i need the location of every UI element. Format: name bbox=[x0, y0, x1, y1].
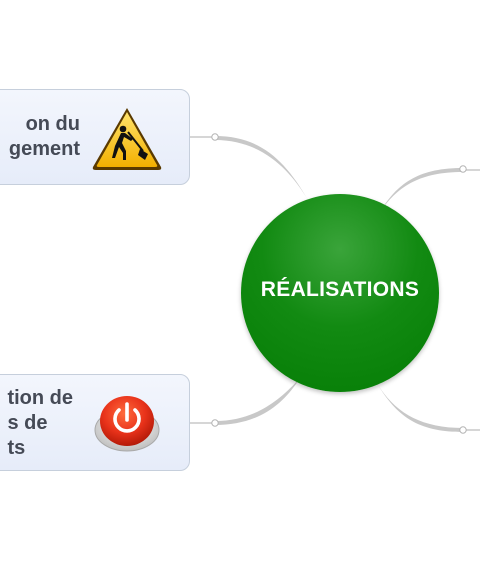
central-topic-label: RÉALISATIONS bbox=[260, 278, 420, 301]
branch-topic-bottom-left[interactable] bbox=[0, 374, 190, 471]
branch-line: gement bbox=[8, 138, 80, 160]
construction-worker-warning-icon bbox=[90, 104, 164, 172]
connector-handle[interactable] bbox=[211, 419, 219, 427]
connector-bottom-left bbox=[215, 378, 300, 425]
branch-line: ts bbox=[7, 437, 26, 459]
connector-bottom-right bbox=[378, 385, 463, 432]
power-button-icon bbox=[92, 390, 162, 454]
connector-top-right bbox=[380, 168, 463, 212]
branch-line: on du bbox=[25, 113, 80, 135]
connector-handle[interactable] bbox=[211, 133, 219, 141]
branch-line: s de bbox=[7, 412, 48, 434]
central-topic[interactable]: RÉALISATIONS bbox=[241, 194, 439, 392]
connector-handle[interactable] bbox=[459, 426, 467, 434]
connector-handle[interactable] bbox=[459, 165, 467, 173]
branch-topic-top-left-text: on du gement bbox=[9, 112, 80, 162]
branch-topic-bottom-left-text: tion de s de ts bbox=[7, 386, 73, 461]
branch-line: tion de bbox=[7, 387, 73, 409]
connector-top-left bbox=[215, 136, 308, 200]
